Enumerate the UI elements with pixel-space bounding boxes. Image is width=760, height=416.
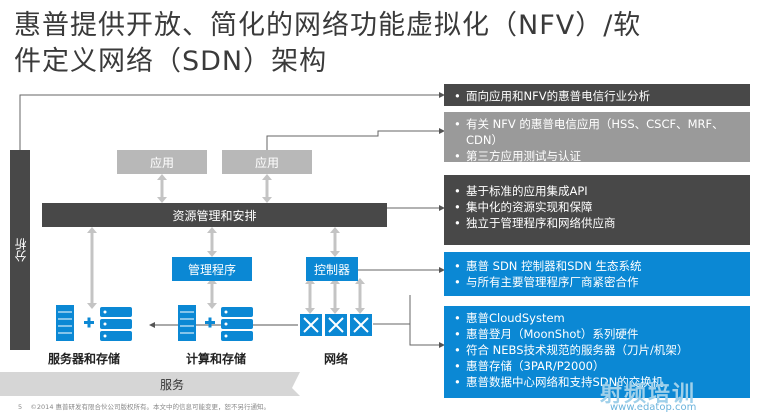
footer: 5 ©2014 惠普研发有限合伙公司版权所有。本文中的信息可能变更，恕不另行通知… [18,401,270,411]
compute-server-icon [178,305,196,341]
storage-icon [100,307,132,341]
panel-analytics: 面向应用和NFV的惠普电信行业分析 [444,84,750,106]
resource-management-bar: 资源管理和安排 [42,203,387,227]
title-line-2: 件定义网络（SDN）架构 [14,46,328,77]
panel-infrastructure: 惠普CloudSystem 惠普登月（MoonShot）系列硬件 符合 NEBS… [444,306,750,398]
panel-telecom-apps: 有关 NFV 的惠普电信应用（HSS、CSCF、MRF、CDN） 第三方应用测试… [444,112,750,164]
panel-api: 基于标准的应用集成API 集中化的资源实现和保障 独立于管理程序和网络供应商 [444,175,750,245]
management-program-box: 管理程序 [172,257,252,281]
resource-management-label: 资源管理和安排 [172,208,257,223]
network-label: 网络 [324,352,349,366]
title-line-1: 惠普提供开放、简化的网络功能虚拟化（NFV）/软 [14,10,642,41]
compute-plus-icon [205,317,215,328]
frame-line-top [19,92,445,150]
service-label: 服务 [160,378,185,392]
app-box-1: 应用 [117,150,207,174]
frame-line-infra [409,295,445,348]
panel-infra-item: 惠普登月（MoonShot）系列硬件 [454,326,742,342]
panel-infra-item: 符合 NEBS技术规范的服务器（刀片/机架） [454,342,742,358]
panel-infra-item: 惠普数据中心网络和支持SDN的交换机 [454,374,742,390]
switch-icon [325,314,347,336]
panel-api-item: 基于标准的应用集成API [454,183,742,199]
server-icon [56,305,74,341]
watermark-url: www.edatop.com [610,402,697,413]
panel-infra-item: 惠普存储（3PAR/P2000） [454,358,742,374]
panel-sdn-item: 惠普 SDN 控制器和SDN 生态系统 [454,258,742,274]
panel-analytics-item: 面向应用和NFV的惠普电信行业分析 [454,88,742,104]
copyright-text: ©2014 惠普研发有限合伙公司版权所有。本文中的信息可能变更，恕不另行通知。 [30,403,271,411]
panel-api-item: 独立于管理程序和网络供应商 [454,215,742,231]
page-number: 5 [18,403,23,411]
switch-icon [300,314,322,336]
app-box-2-label: 应用 [254,155,279,170]
panel-sdn-item: 与所有主要管理程序厂商紧密合作 [454,274,742,290]
panel-sdn: 惠普 SDN 控制器和SDN 生态系统 与所有主要管理程序厂商紧密合作 [444,252,750,296]
switch-icon [350,314,372,336]
panel-api-item: 集中化的资源实现和保障 [454,199,742,215]
app-box-2: 应用 [222,150,312,174]
app-box-1-label: 应用 [149,155,174,170]
analysis-label: 分析 [13,238,28,262]
compute-storage-label: 计算和存储 [186,352,247,366]
compute-storage-icon [221,307,253,341]
analysis-bar: 分析 [10,150,30,350]
servers-storage-label: 服务器和存储 [48,352,121,366]
service-ribbon [0,372,300,396]
panel-infra-item: 惠普CloudSystem [454,310,742,326]
controller-box: 控制器 [306,257,358,281]
panel-telecom-item: 第三方应用测试与认证 [454,148,742,164]
controller-label: 控制器 [313,262,350,277]
watermark-text: 射频培训 [600,382,697,407]
page-title: 惠普提供开放、简化的网络功能虚拟化（NFV）/软 件定义网络（SDN）架构 [14,8,654,80]
plus-icon [84,317,94,328]
frame-line-apps [266,128,445,150]
management-program-label: 管理程序 [187,262,236,277]
panel-telecom-item: 有关 NFV 的惠普电信应用（HSS、CSCF、MRF、CDN） [454,116,742,148]
